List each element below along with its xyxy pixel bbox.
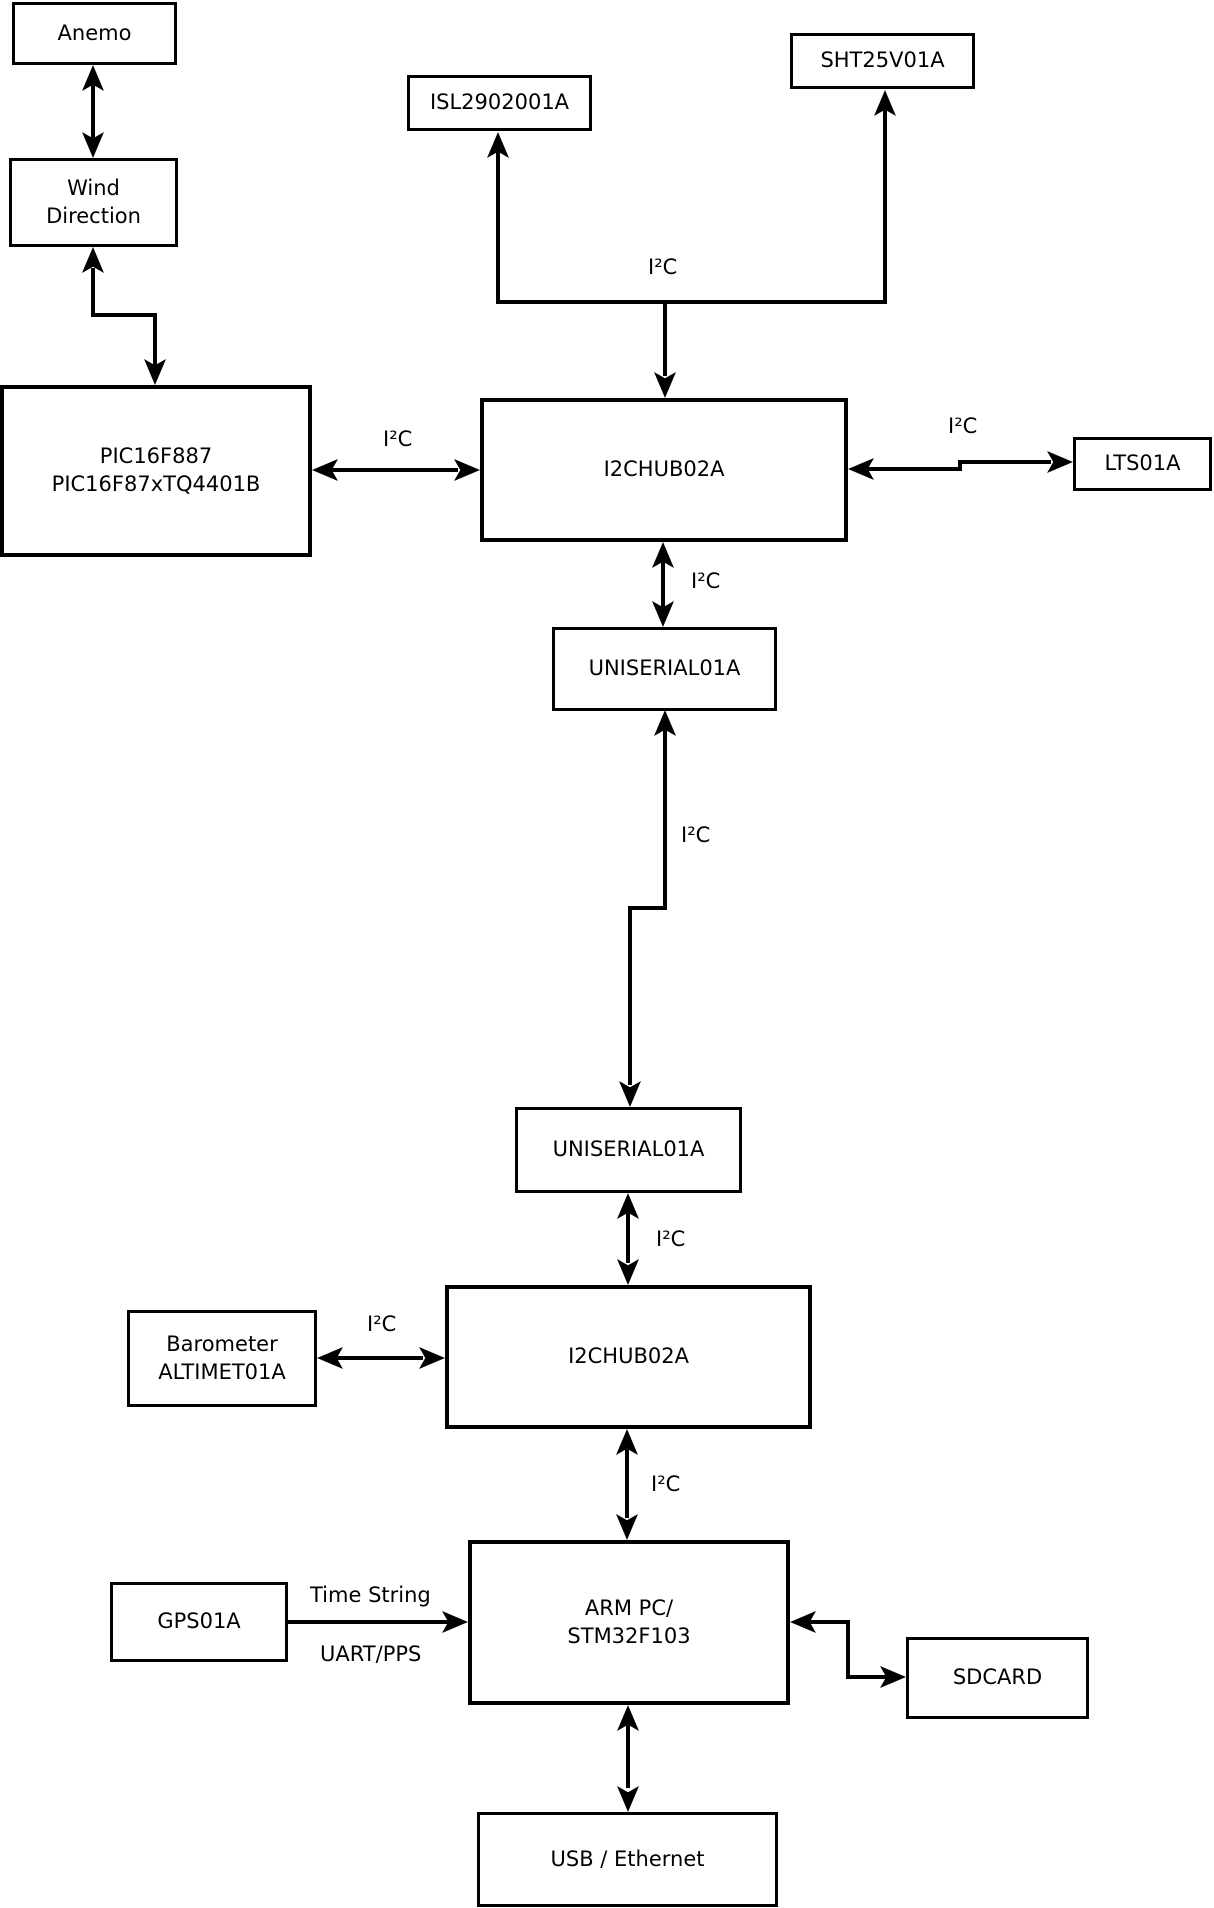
arrow-uniserial-link [628,906,667,910]
arrow-arm-usb [617,1786,639,1812]
node-barometer-altimet01a: Barometer ALTIMET01A [127,1310,317,1407]
node-label: GPS01A [157,1609,241,1634]
arrow-arm-sdcard [846,1675,886,1679]
node-label: SDCARD [952,1665,1043,1690]
arrow-hub2-arm [625,1449,629,1518]
node-label: Barometer [166,1331,278,1356]
arrow-wind-pic [91,313,157,317]
node-arm-pc-stm32f103: ARM PC/ STM32F103 [468,1540,790,1705]
node-uniserial01a-bottom: UNISERIAL01A [515,1107,742,1193]
arrow-sensor-bus [496,150,500,302]
node-label: Anemo [57,20,132,45]
node-uniserial01a-top: UNISERIAL01A [552,627,777,711]
edge-label-time-string: Time String [310,1583,431,1607]
node-label: USB / Ethernet [550,1846,705,1871]
node-label: ISL2902001A [429,90,570,115]
arrow-hub-lts [868,467,962,471]
arrow-anemo-wind [91,85,95,140]
node-sht25v01a: SHT25V01A [790,33,975,89]
edge-label-i2c: I²C [648,255,678,279]
node-label: PIC16F887 [99,444,213,469]
edge-label-i2c: I²C [948,414,978,438]
node-label: Wind [67,175,120,200]
edge-label-i2c: I²C [367,1312,397,1336]
node-sdcard: SDCARD [906,1637,1089,1719]
node-lts01a: LTS01A [1073,437,1212,491]
node-i2chub02a-top: I2CHUB02A [480,398,848,542]
arrow-sensor-bus [883,108,887,302]
arrow-hub-lts [958,460,1051,464]
node-usb-ethernet: USB / Ethernet [477,1812,778,1907]
edge-label-i2c: I²C [681,823,711,847]
node-isl2902001a: ISL2902001A [407,75,592,131]
node-label: UNISERIAL01A [588,656,741,681]
node-label: UNISERIAL01A [552,1137,705,1162]
arrow-pic-hub [332,468,458,472]
node-label: I2CHUB02A [603,457,725,482]
arrow-hub-lts [958,460,962,471]
node-label: SHT25V01A [820,48,945,73]
node-anemo: Anemo [12,2,177,65]
arrow-wind-pic [153,313,157,377]
edge-label-uart-pps: UART/PPS [320,1642,422,1666]
arrow-sensor-bus [496,300,887,304]
edge-label-i2c: I²C [383,427,413,451]
edge-label-i2c: I²C [691,569,721,593]
arrow-arm-sdcard [810,1620,850,1624]
arrow-uniserial-hub2 [626,1213,630,1263]
node-wind-direction: Wind Direction [9,158,178,247]
arrow-uniserial-link [628,906,632,1085]
edge-label-i2c: I²C [651,1472,681,1496]
node-label: Direction [46,203,141,228]
arrow-wind-pic [91,268,95,317]
arrow-sensor-bus [663,300,667,376]
node-label: ARM PC/ [584,1595,674,1620]
arrow-barometer-hub2 [337,1356,423,1360]
node-i2chub02a-bottom: I2CHUB02A [445,1285,812,1429]
node-label: ALTIMET01A [158,1359,286,1384]
node-label: LTS01A [1104,451,1181,476]
edge-label-i2c: I²C [656,1227,686,1251]
arrow-arm-sdcard [846,1620,850,1679]
node-label: PIC16F87xTQ4401B [51,472,261,496]
node-label: I2CHUB02A [568,1344,689,1369]
arrow-gps-arm [288,1620,448,1624]
node-pic16f887: PIC16F887 PIC16F87xTQ4401B [0,385,312,557]
arrow-uniserial-link [663,730,667,910]
node-gps01a: GPS01A [110,1582,288,1662]
node-label: STM32F103 [567,1623,691,1648]
arrow-hub-uniserial [661,562,665,607]
arrow-arm-usb [626,1725,630,1788]
